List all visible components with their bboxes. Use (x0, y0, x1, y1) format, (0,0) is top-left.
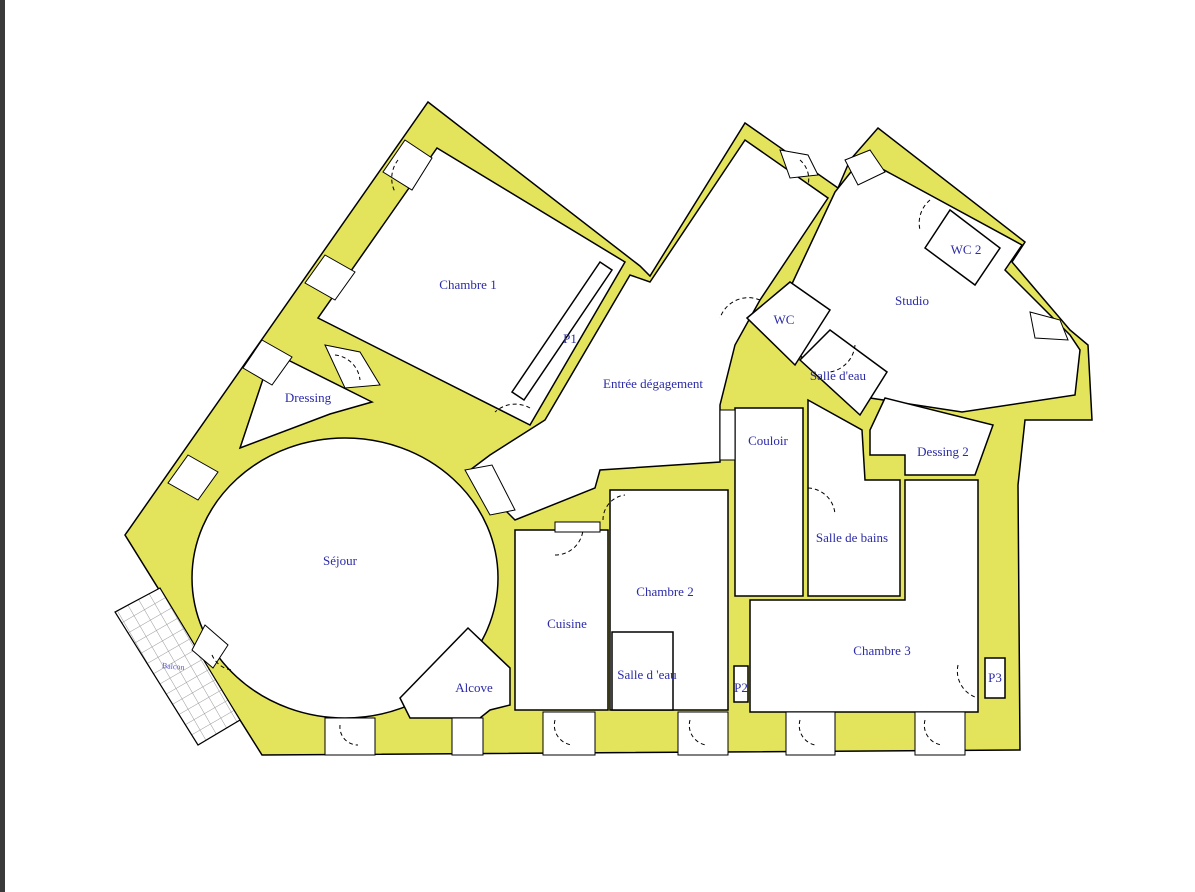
label-sejour: Séjour (323, 553, 358, 568)
label-studio: Studio (895, 293, 929, 308)
room-entree-degagement (468, 138, 830, 521)
room-alcove (399, 626, 511, 719)
label-chambre-2: Chambre 2 (636, 584, 693, 599)
label-wc-2: WC 2 (951, 242, 982, 257)
label-salle-eau-1: Salle d'eau (810, 368, 867, 383)
closet-p3 (984, 657, 1006, 699)
label-dessing-2: Dessing 2 (917, 444, 969, 459)
room-cuisine (514, 529, 609, 711)
label-p1: P1 (563, 331, 577, 346)
room-dessing-2 (869, 397, 994, 476)
room-salle-de-bains (807, 398, 901, 597)
label-entree-degagement: Entrée dégagement (603, 376, 703, 391)
label-wc: WC (774, 312, 795, 327)
label-alcove: Alcove (455, 680, 493, 695)
label-p3: P3 (988, 670, 1002, 685)
balcony (114, 587, 241, 746)
window-edge (0, 0, 5, 892)
room-studio (789, 157, 1081, 413)
label-salle-de-bains: Salle de bains (816, 530, 888, 545)
label-couloir: Couloir (748, 433, 788, 448)
door-swings (211, 159, 979, 746)
label-balcon: Balcon (162, 661, 185, 672)
room-salle-eau-2 (611, 631, 674, 711)
room-wc-2 (923, 208, 1002, 287)
room-chambre-3 (749, 479, 979, 713)
closet-p2 (733, 665, 749, 703)
label-chambre-1: Chambre 1 (439, 277, 496, 292)
room-wc (745, 281, 832, 367)
room-salle-eau-1 (798, 329, 889, 417)
label-salle-eau-2: Salle d 'eau (617, 667, 677, 682)
label-p2: P2 (734, 680, 748, 695)
label-dressing: Dressing (285, 390, 332, 405)
room-couloir (734, 407, 804, 597)
closet-p1 (510, 260, 614, 402)
label-cuisine: Cuisine (547, 616, 587, 631)
label-chambre-3: Chambre 3 (853, 643, 910, 658)
